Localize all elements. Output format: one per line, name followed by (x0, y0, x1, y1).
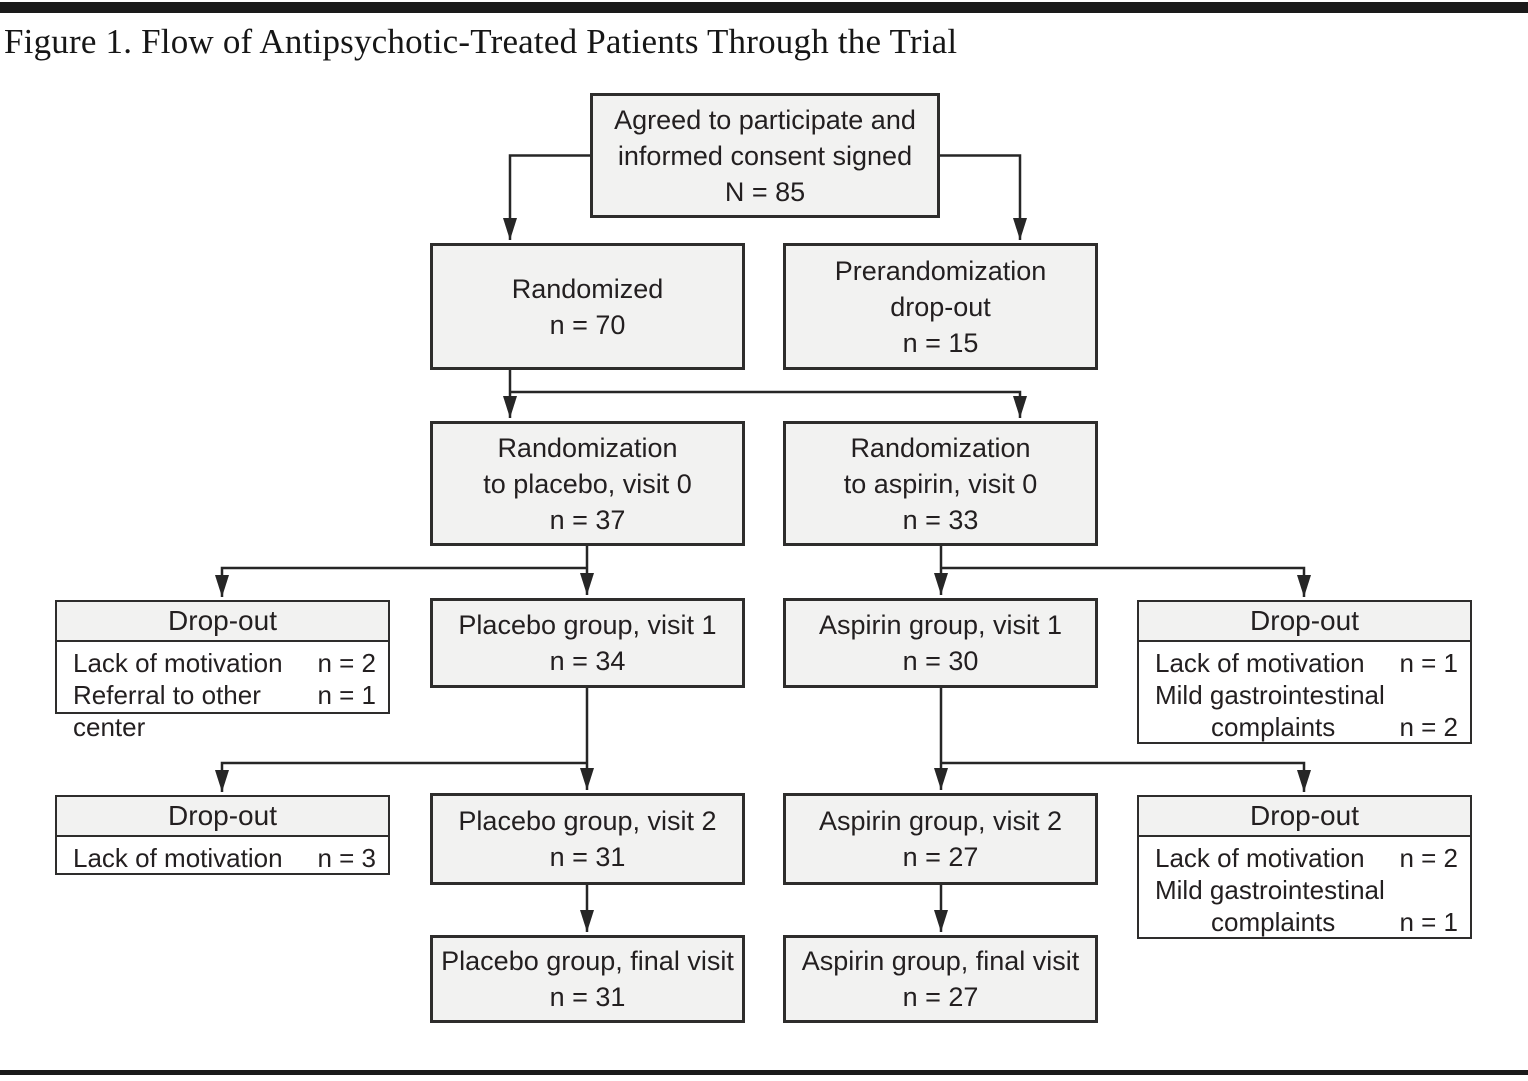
dropout-reason-row: complaints n = 2 (1211, 712, 1458, 742)
node-aspirin-visit1-count: n = 30 (902, 646, 979, 676)
node-randomization-aspirin: Randomization to aspirin, visit 0 n = 33 (783, 421, 1098, 546)
dropout-body: Lack of motivation n = 1 Mild gastrointe… (1139, 642, 1470, 749)
node-aspirin-visit2: Aspirin group, visit 2 n = 27 (783, 793, 1098, 885)
connector-placebo0-to-dropout1 (215, 566, 587, 597)
node-placebo-visit2-label: Placebo group, visit 2 (458, 806, 717, 836)
node-consent-line1: Agreed to participate and (614, 104, 916, 135)
bottom-rule (0, 1070, 1528, 1075)
dropout-body: Lack of motivation n = 2 Referral to oth… (57, 642, 388, 749)
dropout-box-placebo-visit1: Drop-out Lack of motivation n = 2 Referr… (55, 600, 390, 742)
node-randomization-aspirin-count: n = 33 (902, 504, 979, 535)
node-randomization-placebo-line2: to placebo, visit 0 (483, 468, 692, 499)
node-randomization-aspirin-line1: Randomization (850, 432, 1031, 463)
connector-consent-to-randomized (503, 154, 590, 240)
node-aspirin-visit2-count: n = 27 (902, 842, 979, 872)
dropout-reason-row: Referral to other center n = 1 (73, 680, 376, 742)
node-aspirin-final-label: Aspirin group, final visit (801, 946, 1080, 976)
node-randomized: Randomized n = 70 (430, 243, 745, 370)
node-randomized-count: n = 70 (549, 309, 626, 340)
dropout-reason-row: Lack of motivation n = 2 (73, 648, 376, 678)
dropout-reason-row: complaints n = 1 (1211, 907, 1458, 937)
node-randomization-aspirin-line2: to aspirin, visit 0 (843, 468, 1038, 499)
dropout-header: Drop-out (1139, 602, 1470, 642)
node-aspirin-visit1-label: Aspirin group, visit 1 (818, 610, 1063, 640)
node-prerandomization-dropout: Prerandomization drop-out n = 15 (783, 243, 1098, 370)
connector-placebo1-to-dropout2 (215, 761, 587, 792)
node-placebo-visit1: Placebo group, visit 1 n = 34 (430, 598, 745, 688)
node-consent-count: N = 85 (724, 176, 806, 207)
dropout-reason-row: Lack of motivation n = 1 (1155, 648, 1458, 678)
connector-aspirin1-to-dropout2 (941, 761, 1311, 792)
node-aspirin-visit1: Aspirin group, visit 1 n = 30 (783, 598, 1098, 688)
dropout-body: Lack of motivation n = 2 Mild gastrointe… (1139, 837, 1470, 944)
dropout-header: Drop-out (1139, 797, 1470, 837)
top-rule (0, 2, 1528, 13)
dropout-box-aspirin-visit1: Drop-out Lack of motivation n = 1 Mild g… (1137, 600, 1472, 744)
node-prerandomization-line2: drop-out (890, 291, 991, 322)
node-randomization-placebo-count: n = 37 (549, 504, 626, 535)
dropout-reason-row: Lack of motivation n = 3 (73, 843, 376, 873)
dropout-header: Drop-out (57, 602, 388, 642)
node-placebo-visit1-label: Placebo group, visit 1 (458, 610, 717, 640)
node-aspirin-final-count: n = 27 (902, 982, 979, 1012)
dropout-header: Drop-out (57, 797, 388, 837)
node-randomized-label: Randomized (511, 273, 664, 304)
connector-consent-to-prerandomization (940, 154, 1027, 240)
node-aspirin-visit2-label: Aspirin group, visit 2 (818, 806, 1063, 836)
node-randomization-placebo: Randomization to placebo, visit 0 n = 37 (430, 421, 745, 546)
dropout-reason-row: Mild gastrointestinal (1155, 680, 1385, 710)
node-prerandomization-line1: Prerandomization (834, 255, 1047, 286)
dropout-body: Lack of motivation n = 3 (57, 837, 388, 880)
connector-aspirin0-to-dropout1 (941, 566, 1311, 597)
node-prerandomization-count: n = 15 (902, 327, 979, 358)
node-placebo-final-count: n = 31 (549, 982, 626, 1012)
node-placebo-final-label: Placebo group, final visit (441, 946, 734, 976)
node-consent-line2: informed consent signed (617, 140, 913, 171)
node-consent: Agreed to participate and informed conse… (590, 93, 940, 218)
dropout-box-placebo-visit2: Drop-out Lack of motivation n = 3 (55, 795, 390, 875)
node-aspirin-final: Aspirin group, final visit n = 27 (783, 935, 1098, 1023)
connector-randomized-to-aspirin-arm (510, 390, 1027, 418)
node-placebo-visit2-count: n = 31 (549, 842, 626, 872)
node-randomization-placebo-line1: Randomization (497, 432, 678, 463)
dropout-reason-row: Mild gastrointestinal (1155, 875, 1385, 905)
node-placebo-final: Placebo group, final visit n = 31 (430, 935, 745, 1023)
dropout-reason-row: Lack of motivation n = 2 (1155, 843, 1458, 873)
figure-title: Figure 1. Flow of Antipsychotic-Treated … (4, 22, 958, 61)
node-placebo-visit2: Placebo group, visit 2 n = 31 (430, 793, 745, 885)
node-placebo-visit1-count: n = 34 (549, 646, 626, 676)
dropout-box-aspirin-visit2: Drop-out Lack of motivation n = 2 Mild g… (1137, 795, 1472, 939)
